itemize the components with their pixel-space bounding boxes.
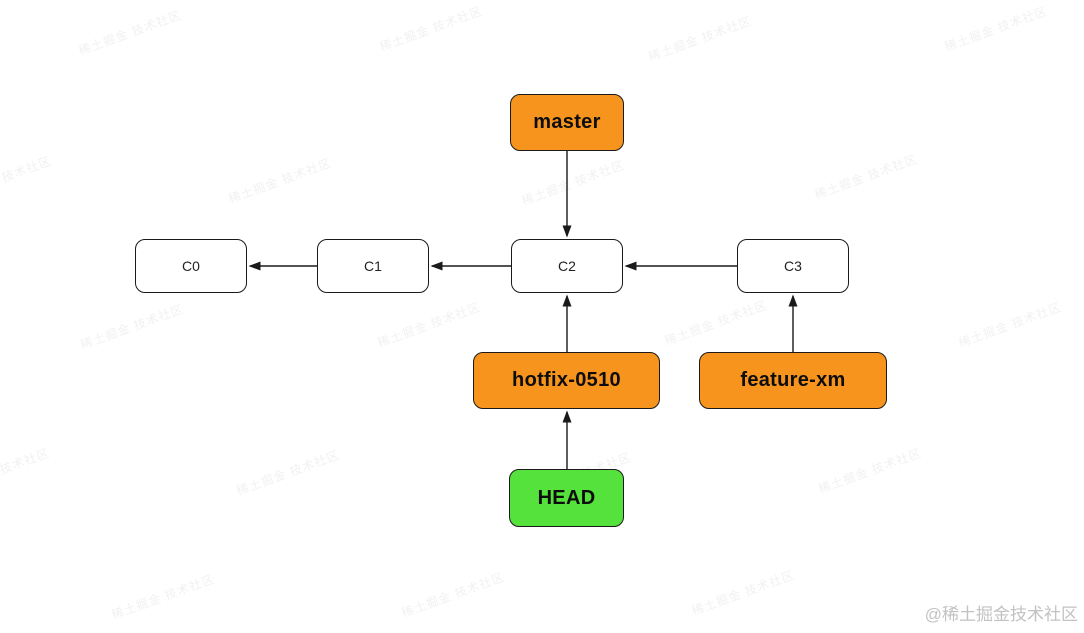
branch-label-hotfix-0510: hotfix-0510 — [473, 352, 660, 409]
commit-node-c0: C0 — [135, 239, 247, 293]
commit-node-c3: C3 — [737, 239, 849, 293]
commit-node-c1: C1 — [317, 239, 429, 293]
watermark-credit: @稀土掘金技术社区 — [924, 605, 1078, 624]
branch-label-master: master — [510, 94, 624, 151]
branch-label-feature-xm: feature-xm — [699, 352, 887, 409]
commit-node-c2: C2 — [511, 239, 623, 293]
head-pointer-label: HEAD — [509, 469, 624, 527]
